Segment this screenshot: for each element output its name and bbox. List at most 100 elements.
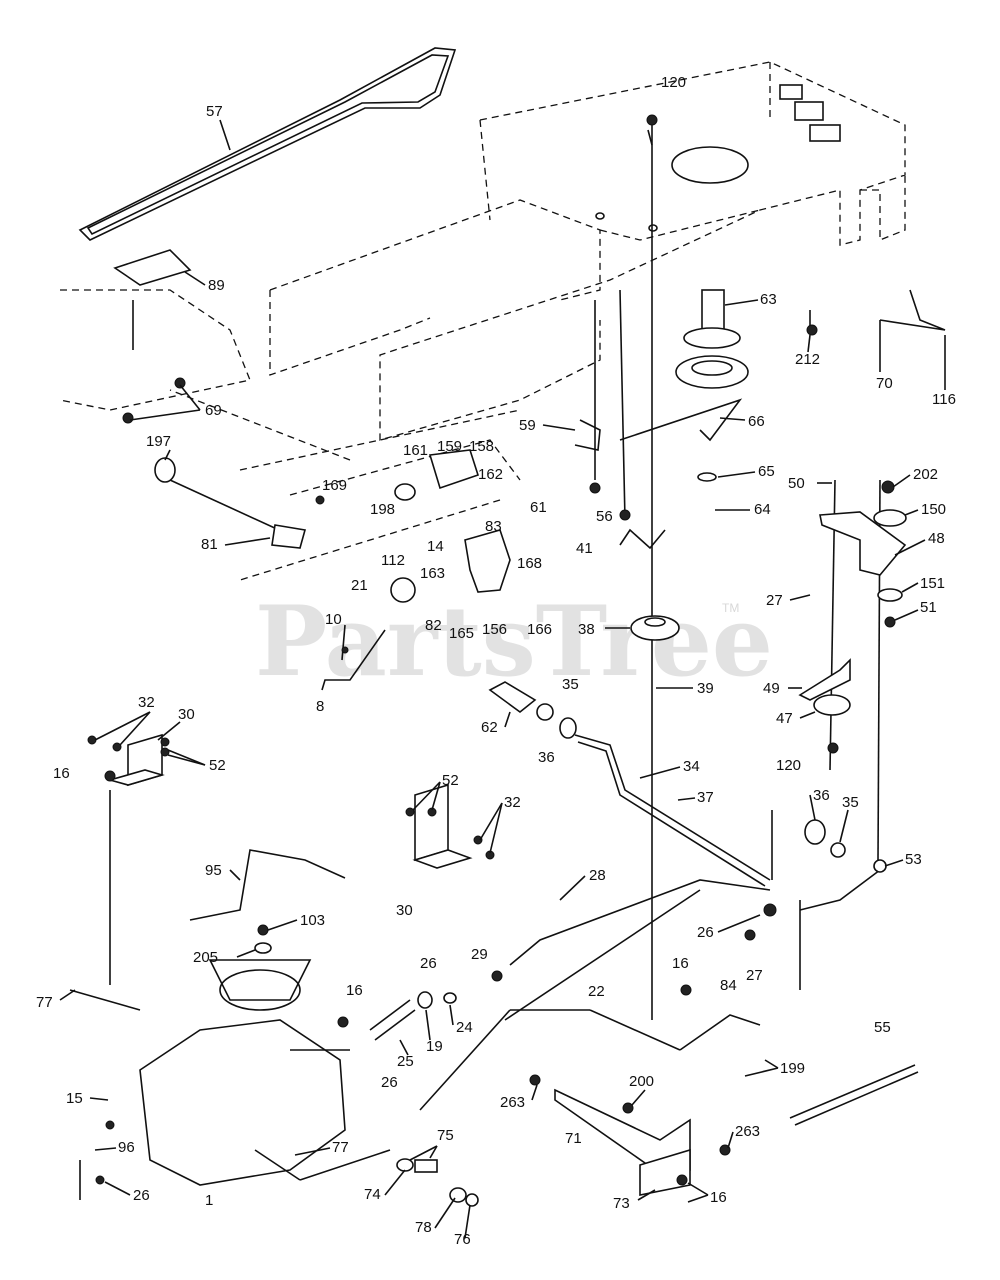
- part-label-202: 202: [913, 466, 938, 483]
- part-label-15: 15: [66, 1090, 83, 1107]
- part-label-78: 78: [415, 1219, 432, 1236]
- part-label-162: 162: [478, 466, 503, 483]
- bracket-49: [798, 658, 851, 701]
- part-label-28: 28: [589, 867, 606, 884]
- idler-pulley-38: [630, 615, 680, 641]
- part-label-205: 205: [193, 949, 218, 966]
- part-label-51: 51: [920, 599, 937, 616]
- bushings-74-78-76: [396, 1158, 479, 1207]
- part-label-116: 116: [932, 391, 956, 408]
- part-label-75: 75: [437, 1127, 454, 1144]
- part-label-37: 37: [697, 789, 714, 806]
- rod-8: [321, 629, 386, 691]
- part-label-163: 163: [420, 565, 445, 582]
- part-label-63: 63: [760, 291, 777, 308]
- part-label-39: 39: [697, 680, 714, 697]
- part-label-41: 41: [576, 540, 593, 557]
- pulley-63: [675, 289, 749, 389]
- spring-25: [369, 999, 416, 1041]
- part-label-24: 24: [456, 1019, 473, 1036]
- part-label-82: 82: [425, 617, 442, 634]
- part-label-84: 84: [720, 977, 737, 994]
- part-label-156: 156: [482, 621, 507, 638]
- part-label-52: 52: [209, 757, 226, 774]
- part-label-71: 71: [565, 1130, 582, 1147]
- frame-outline: [59, 61, 906, 581]
- part-label-199: 199: [780, 1060, 805, 1077]
- part-label-74: 74: [364, 1186, 381, 1203]
- part-label-89: 89: [208, 277, 225, 294]
- part-label-49: 49: [763, 680, 780, 697]
- part-label-30: 30: [178, 706, 195, 723]
- callout-labels: 57 89 69 120 63 212 70 116 66 65 59 197 …: [36, 74, 956, 1248]
- ball-21: [390, 577, 416, 603]
- part-label-95: 95: [205, 862, 222, 879]
- rod-28-22: [504, 879, 771, 1021]
- part-label-59: 59: [519, 417, 536, 434]
- part-label-35-right: 35: [842, 794, 859, 811]
- part-label-56: 56: [596, 508, 613, 525]
- part-label-263: 263: [500, 1094, 525, 1111]
- bracket-165: [464, 529, 511, 593]
- part-label-8: 8: [316, 698, 324, 715]
- transaxle-1: [69, 959, 350, 1186]
- part-label-159: 159: [437, 438, 462, 455]
- part-label-53: 53: [905, 851, 922, 868]
- part-label-32: 32: [138, 694, 155, 711]
- part-label-120: 120: [661, 74, 686, 91]
- part-label-66: 66: [748, 413, 765, 430]
- bracket-30-left: [107, 733, 165, 787]
- part-label-14: 14: [427, 538, 444, 555]
- drive-belt: [78, 47, 457, 241]
- part-label-96: 96: [118, 1139, 135, 1156]
- spring-55: [789, 1064, 919, 1126]
- part-label-81: 81: [201, 536, 218, 553]
- part-label-16-mid: 16: [346, 982, 363, 999]
- part-label-150: 150: [921, 501, 946, 518]
- part-label-30-right: 30: [396, 902, 413, 919]
- part-label-112: 112: [381, 552, 405, 569]
- part-label-161: 161: [403, 442, 428, 459]
- part-label-158: 158: [469, 438, 494, 455]
- part-label-65: 65: [758, 463, 775, 480]
- part-label-47: 47: [776, 710, 793, 727]
- rod-81: [154, 457, 307, 549]
- watermark: PartsTree: [255, 585, 773, 698]
- part-label-151: 151: [920, 575, 945, 592]
- part-label-38: 38: [578, 621, 595, 638]
- part-label-34: 34: [683, 758, 700, 775]
- part-label-36: 36: [538, 749, 555, 766]
- part-label-169: 169: [322, 477, 347, 494]
- part-label-48: 48: [928, 530, 945, 547]
- part-label-27: 27: [766, 592, 783, 609]
- bracket-30-right: [412, 783, 473, 869]
- part-label-26-bottom: 26: [133, 1187, 150, 1204]
- part-label-165: 165: [449, 625, 474, 642]
- part-label-120-lower: 120: [776, 757, 801, 774]
- part-label-62: 62: [481, 719, 498, 736]
- part-label-10: 10: [325, 611, 342, 628]
- part-label-83: 83: [485, 518, 502, 535]
- rod-84: [679, 1014, 761, 1051]
- part-label-25: 25: [397, 1053, 414, 1070]
- shaft-34: [574, 734, 771, 887]
- part-label-212: 212: [795, 351, 820, 368]
- part-label-73: 73: [613, 1195, 630, 1212]
- part-label-64: 64: [754, 501, 771, 518]
- part-label-16-right: 16: [672, 955, 689, 972]
- part-label-77-lower: 77: [332, 1139, 349, 1156]
- part-label-16-bottom: 16: [710, 1189, 727, 1206]
- watermark-trademark: TM: [722, 601, 739, 615]
- spacer-62: [488, 681, 537, 714]
- part-label-263-right: 263: [735, 1123, 760, 1140]
- part-label-26-lower: 26: [381, 1074, 398, 1091]
- part-label-27-lower: 27: [746, 967, 763, 984]
- belt-guide: [113, 249, 192, 286]
- idler-pulley-47: [813, 694, 851, 716]
- part-label-35: 35: [562, 676, 579, 693]
- part-label-57: 57: [206, 103, 223, 120]
- part-label-69: 69: [205, 402, 222, 419]
- part-label-1: 1: [205, 1192, 213, 1209]
- label-leaders: [59, 119, 946, 1239]
